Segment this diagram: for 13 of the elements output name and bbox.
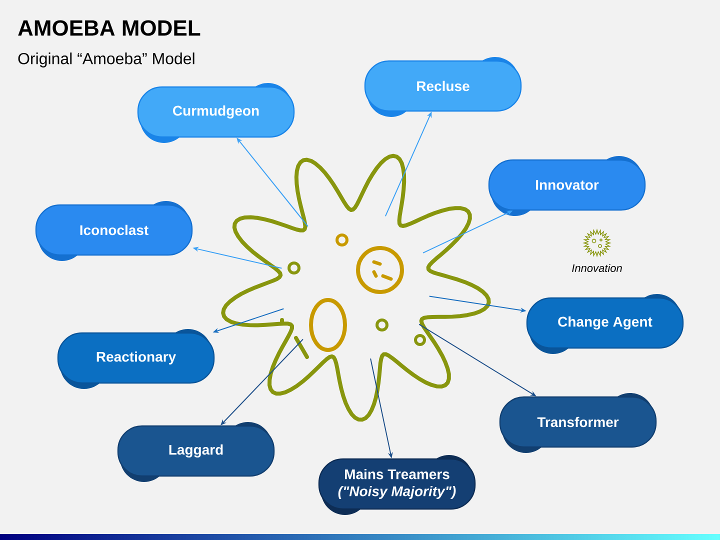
category-pill: Mains Treamers ("Noisy Majority") <box>318 454 476 515</box>
amoeba-drawing <box>221 154 491 422</box>
category-pill: Laggard <box>117 422 275 482</box>
title: AMOEBA MODEL <box>18 20 200 36</box>
category-pill: Innovator <box>488 156 646 216</box>
category-pill: Iconoclast <box>35 201 193 261</box>
subtitle: Original “Amoeba” Model <box>18 52 194 68</box>
category-pill: Curmudgeon <box>137 83 295 143</box>
category-pill: Transformer <box>499 392 657 453</box>
category-pill: Change Agent <box>526 294 684 354</box>
icon-caption: Innovation <box>572 264 622 272</box>
category-pill: Recluse <box>364 57 522 117</box>
category-pill: Reactionary <box>57 328 215 389</box>
